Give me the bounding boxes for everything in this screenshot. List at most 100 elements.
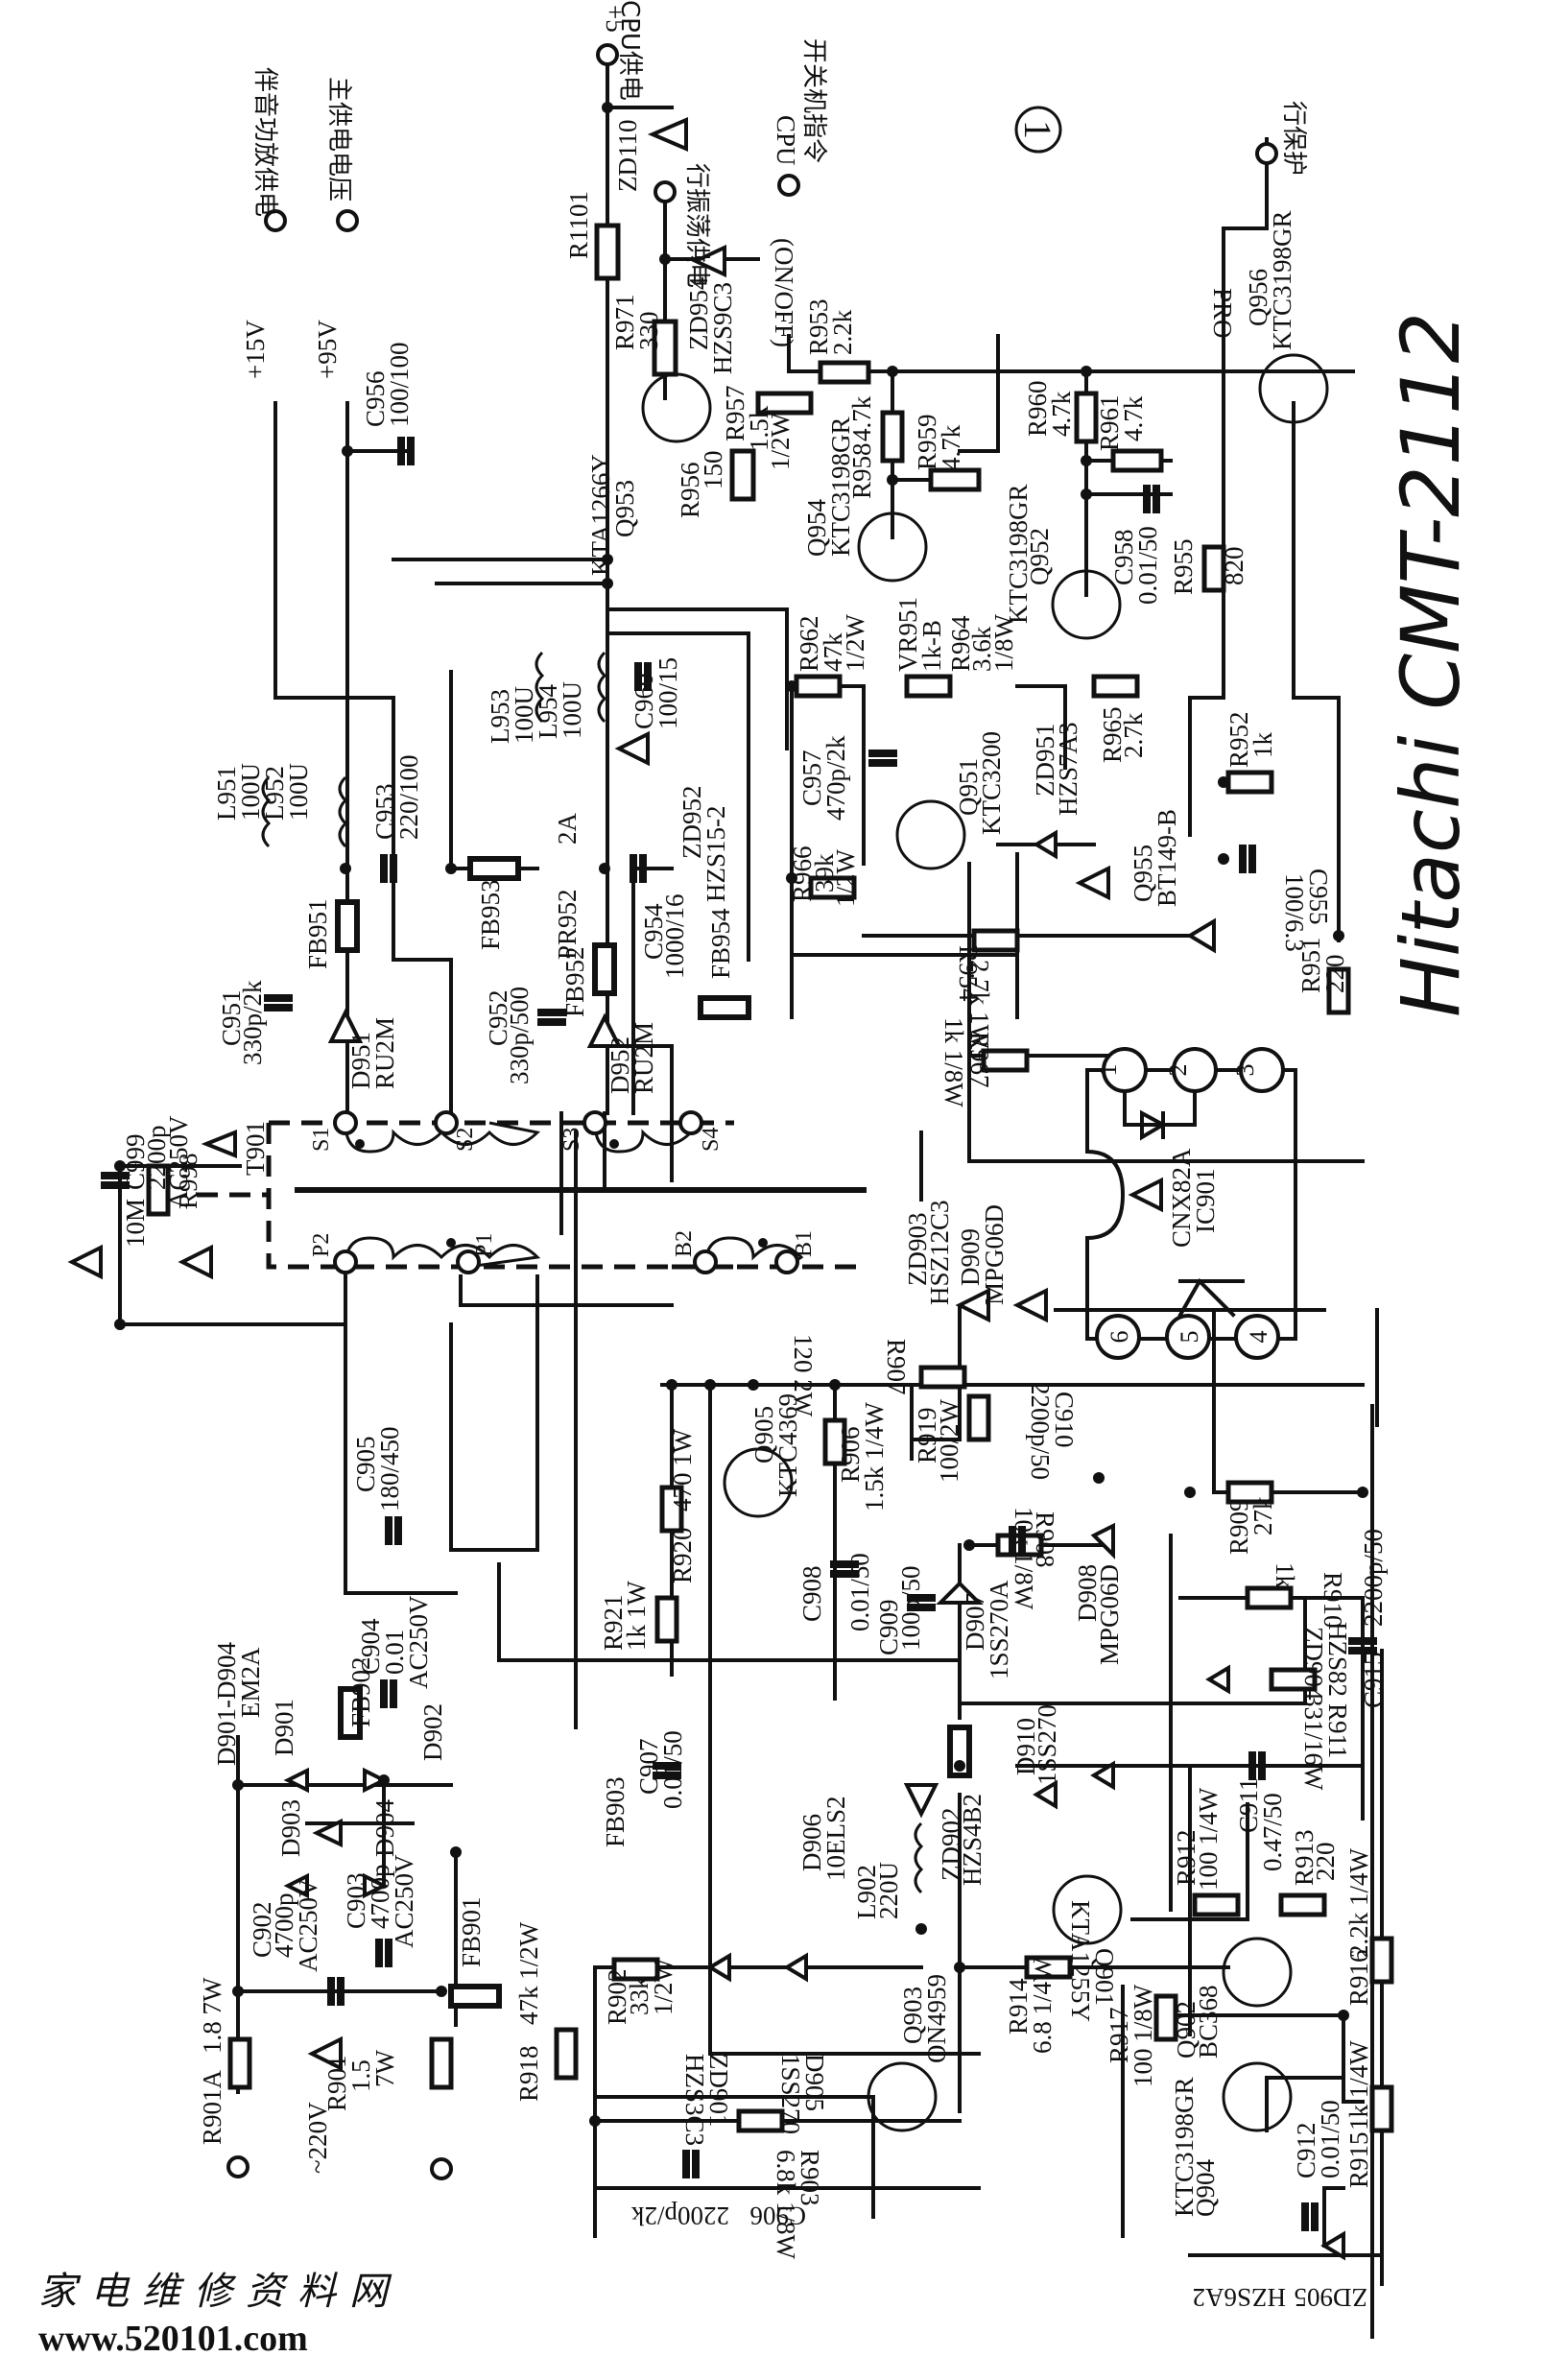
desc-15v: 伴音功放供电 bbox=[250, 67, 279, 217]
label-fb951: FB951 bbox=[303, 898, 332, 969]
warning-icon bbox=[201, 1130, 237, 1158]
capacitor-c903 bbox=[375, 1939, 392, 1967]
resistor-r956 bbox=[729, 448, 756, 502]
value-c952: 330p/500 bbox=[505, 987, 534, 1084]
zener-zd110 bbox=[647, 116, 688, 153]
desc-5v: CPU供电 bbox=[615, 0, 644, 101]
pin-p1: P1 bbox=[472, 1233, 497, 1257]
diode-d909 bbox=[955, 1287, 990, 1323]
value-r960: 4.7k bbox=[1047, 391, 1076, 437]
transistor-q951 bbox=[895, 799, 966, 870]
zener-zd902 bbox=[1033, 1779, 1058, 1810]
value-r958: 4.7k bbox=[847, 395, 876, 441]
label-r906: R906 bbox=[836, 1426, 865, 1483]
value-d908: MPG06D bbox=[1095, 1564, 1124, 1665]
figure-number-circle bbox=[1014, 106, 1062, 154]
label-r919: R919 bbox=[913, 1407, 941, 1464]
value-r919: 100/2W bbox=[935, 1398, 963, 1483]
label-d951: D951 bbox=[346, 1032, 375, 1089]
inductor-l951 bbox=[261, 775, 272, 848]
value-r967: 2.7k 1W bbox=[965, 960, 994, 1050]
label-r964: R964 bbox=[946, 615, 975, 672]
label-r917: R917 bbox=[1105, 2007, 1133, 2063]
transistor-q905 bbox=[723, 1447, 794, 1518]
resistor-r915 bbox=[1369, 2084, 1394, 2133]
transistor-q956 bbox=[1258, 353, 1329, 424]
label-c907: C907 bbox=[634, 1738, 663, 1795]
label-l902: L902 bbox=[852, 1865, 881, 1919]
value-d910: 1SS270 bbox=[1033, 1704, 1061, 1785]
zener-zd951 bbox=[1033, 829, 1058, 860]
label-vr951: VR951 bbox=[893, 597, 922, 672]
diode-d904 bbox=[363, 1872, 389, 1899]
label-c960: C960 bbox=[630, 673, 658, 729]
capacitor-c907 bbox=[653, 1762, 681, 1779]
resistor-r953 bbox=[818, 360, 871, 385]
ferrite-fb952 bbox=[592, 942, 617, 996]
value-zd951: HZS7A3 bbox=[1054, 722, 1082, 816]
value-zd901: HZS3C3 bbox=[680, 2054, 709, 2146]
label-zd901: ZD901 bbox=[704, 2054, 733, 2128]
resistors bbox=[146, 223, 1394, 2133]
label-r903: R903 bbox=[796, 2150, 824, 2206]
diodes bbox=[283, 116, 1345, 2261]
pin-b1: B1 bbox=[792, 1230, 817, 1257]
value-r907: 120 2W bbox=[789, 1334, 818, 1417]
inductor-l952 bbox=[338, 775, 348, 848]
label-l951: L951 bbox=[212, 766, 241, 821]
resistor-r962 bbox=[794, 674, 843, 699]
label-r912: R912 bbox=[1172, 1829, 1200, 1886]
capacitor-c905 bbox=[385, 1516, 402, 1545]
label-r901a: R901A bbox=[198, 2069, 226, 2145]
value-c909: 100p/50 bbox=[896, 1565, 925, 1651]
ic-pin-1: 1 bbox=[1094, 1064, 1122, 1077]
value-r902: 33k bbox=[625, 1976, 654, 2015]
value-d909: MPG06D bbox=[980, 1204, 1009, 1305]
thyristor-q955 bbox=[1186, 917, 1216, 954]
label-d909: D909 bbox=[956, 1228, 985, 1286]
diode-d905 bbox=[783, 1952, 808, 1983]
resistor-r913 bbox=[1278, 1892, 1327, 1917]
value-c954: 1000/16 bbox=[660, 893, 689, 979]
zener-zd954 bbox=[691, 244, 726, 278]
capacitor-c960 bbox=[634, 662, 652, 691]
diode-d952 bbox=[586, 1012, 623, 1048]
label-r956: R956 bbox=[676, 462, 704, 518]
value-r954: 1k 1/8W bbox=[939, 1017, 968, 1107]
value-c907: 0.01/50 bbox=[658, 1730, 687, 1809]
label-cpu: CPU bbox=[772, 115, 800, 166]
label-c915: C915 bbox=[1359, 1652, 1388, 1708]
figure-number: 1 bbox=[1016, 120, 1059, 139]
transformer-t901 bbox=[197, 1110, 867, 1274]
label-r959: R959 bbox=[913, 414, 941, 470]
terminal-95v bbox=[336, 209, 359, 232]
pin-s1: S1 bbox=[309, 1128, 334, 1152]
ic-pin-6: 6 bbox=[1105, 1331, 1133, 1344]
value-r901a: 1.8 7W bbox=[198, 1977, 226, 2054]
label-r909: R909 bbox=[1224, 1498, 1253, 1555]
capacitor-c909 bbox=[907, 1594, 936, 1611]
resistor-r910 bbox=[1245, 1585, 1294, 1610]
label-c911: C911 bbox=[1234, 1777, 1263, 1833]
label-d907: D907 bbox=[961, 1593, 989, 1651]
label-zd903: ZD903 bbox=[903, 1213, 932, 1287]
resistor-r955 bbox=[1201, 544, 1226, 593]
resistor-r921 bbox=[654, 1595, 679, 1644]
value-c958: 0.01/50 bbox=[1133, 526, 1162, 605]
ic-pin-2: 2 bbox=[1164, 1064, 1192, 1077]
label-d908: D908 bbox=[1073, 1564, 1102, 1622]
label-r1101: R1101 bbox=[564, 191, 593, 259]
value-c953: 220/100 bbox=[394, 754, 423, 840]
diode-d910 bbox=[1090, 1760, 1115, 1791]
desc-hosc: 行振荡供电 bbox=[682, 163, 711, 288]
label-d906: D906 bbox=[797, 1814, 826, 1871]
rating-r964: 1/8W bbox=[989, 613, 1018, 672]
value-c956: 100/100 bbox=[385, 342, 414, 427]
resistor-r916 bbox=[1369, 1936, 1394, 1985]
rating-r901: 7W bbox=[370, 2050, 399, 2088]
value-q956: KTC3198GR bbox=[1268, 210, 1296, 350]
terminal-5v bbox=[596, 43, 619, 66]
diode-d901 bbox=[283, 1767, 309, 1794]
ic901-optocoupler bbox=[1085, 1047, 1297, 1360]
ferrite-fb954 bbox=[698, 995, 751, 1020]
